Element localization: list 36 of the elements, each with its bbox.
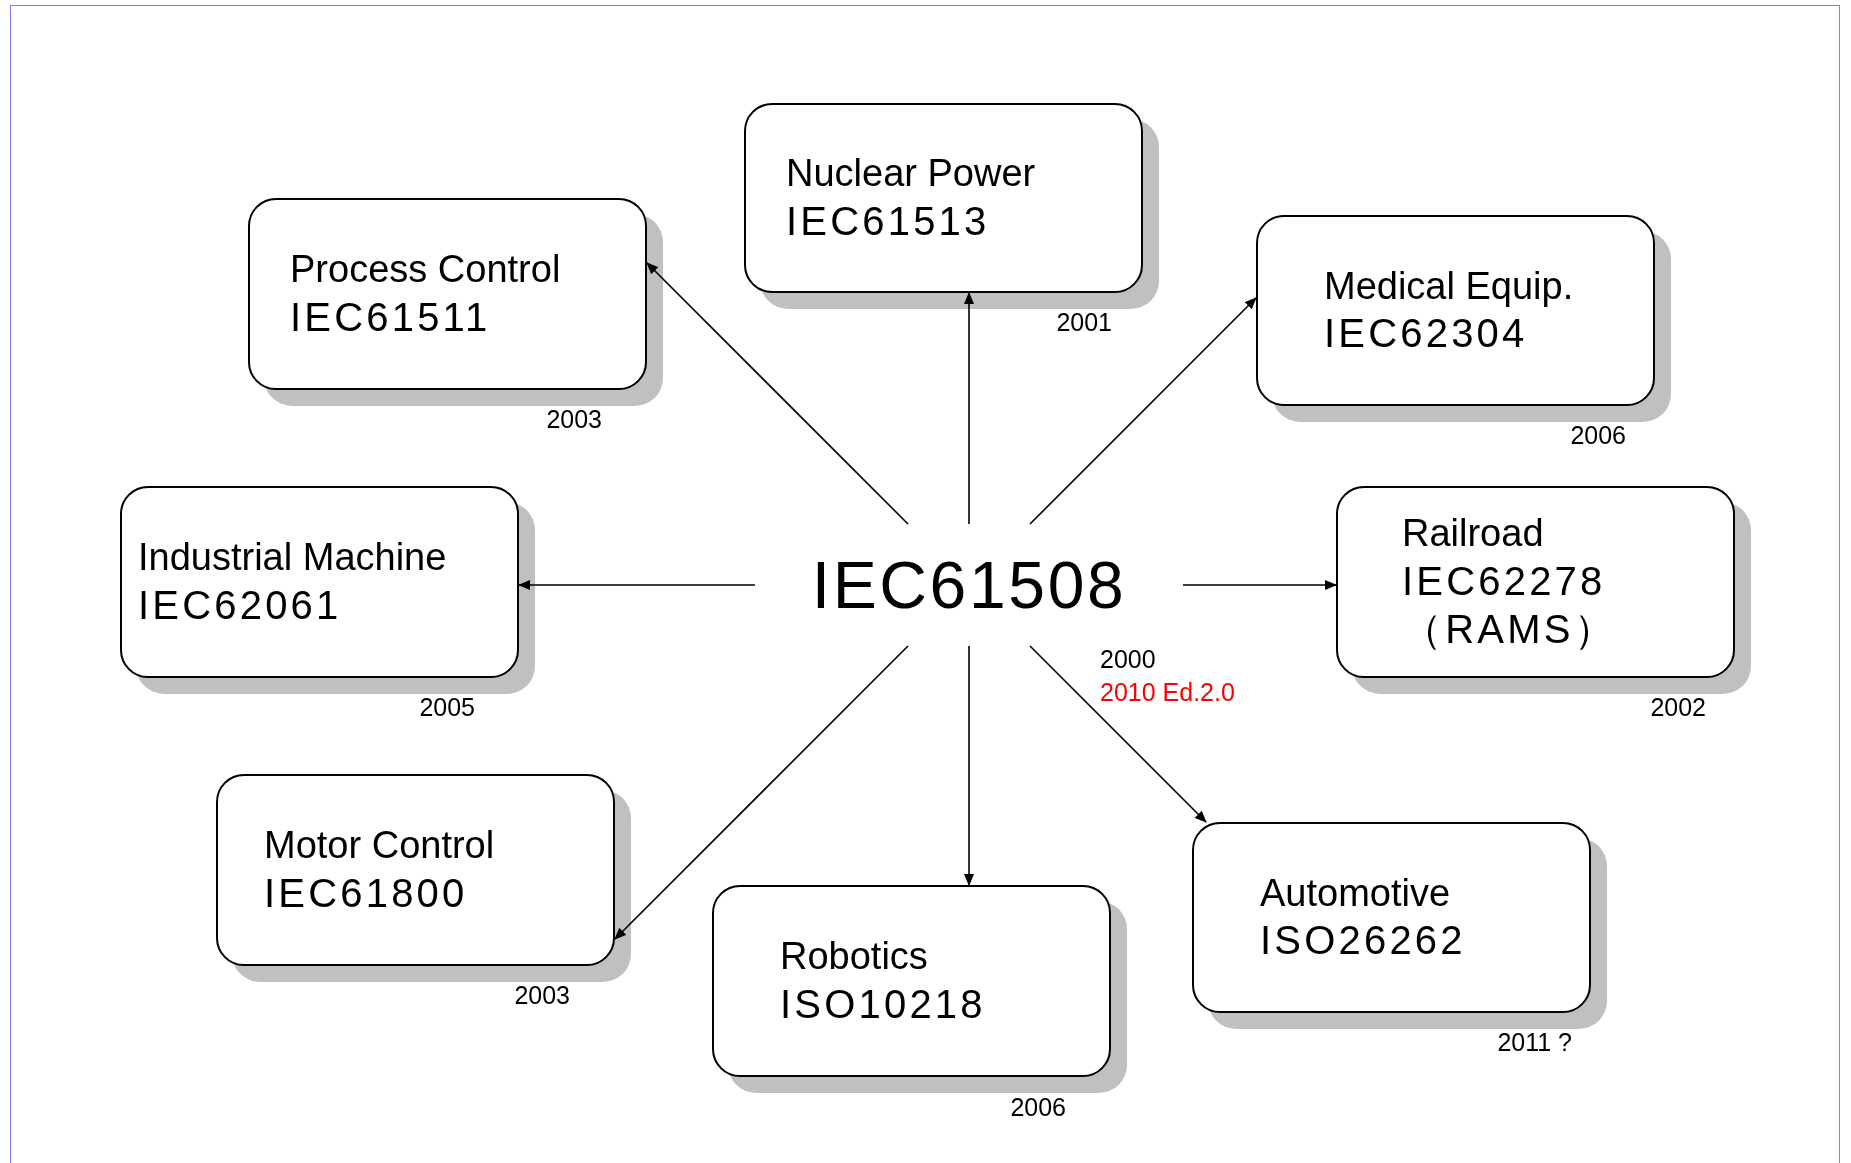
year-label: 2006 — [1010, 1092, 1066, 1123]
domain-title: Nuclear Power — [786, 151, 1036, 197]
year-label: 2006 — [1570, 420, 1626, 451]
year-label: 2001 — [1056, 307, 1112, 338]
standard-code: ISO26262 — [1260, 917, 1466, 965]
year-label: 2011 ? — [1497, 1027, 1572, 1058]
standard-code: ISO10218 — [780, 980, 986, 1028]
year-label: 2003 — [546, 404, 602, 435]
domain-title: Automotive — [1260, 870, 1451, 916]
arrow — [1182, 580, 1337, 590]
standard-code: （RAMS） — [1402, 605, 1617, 653]
standard-code: IEC62278 — [1402, 557, 1606, 605]
arrow — [964, 645, 974, 886]
year-label: 2005 — [419, 692, 475, 723]
year-label: 2003 — [514, 980, 570, 1011]
arrow — [518, 580, 756, 590]
arrow — [614, 645, 909, 940]
standard-code: IEC62304 — [1324, 310, 1528, 358]
domain-title: Medical Equip. — [1324, 263, 1574, 309]
arrow — [1029, 297, 1257, 525]
domain-title: Process Control — [290, 247, 561, 293]
domain-title: Robotics — [780, 934, 928, 980]
domain-title: Motor Control — [264, 823, 495, 869]
standard-code: IEC61800 — [264, 869, 468, 917]
arrow — [1029, 645, 1207, 823]
standard-code: IEC62061 — [138, 581, 342, 629]
domain-title: Industrial Machine — [138, 535, 447, 581]
central-standard-title: IEC61508 — [811, 552, 1127, 618]
revision-label: 2010 Ed.2.0 — [1100, 676, 1235, 708]
year-label: 2002 — [1650, 692, 1706, 723]
arrow — [646, 262, 909, 525]
standard-code: IEC61513 — [786, 197, 990, 245]
arrow — [964, 292, 974, 525]
year-label: 2000 — [1100, 644, 1156, 675]
domain-title: Railroad — [1402, 511, 1544, 557]
standard-code: IEC61511 — [290, 293, 491, 341]
